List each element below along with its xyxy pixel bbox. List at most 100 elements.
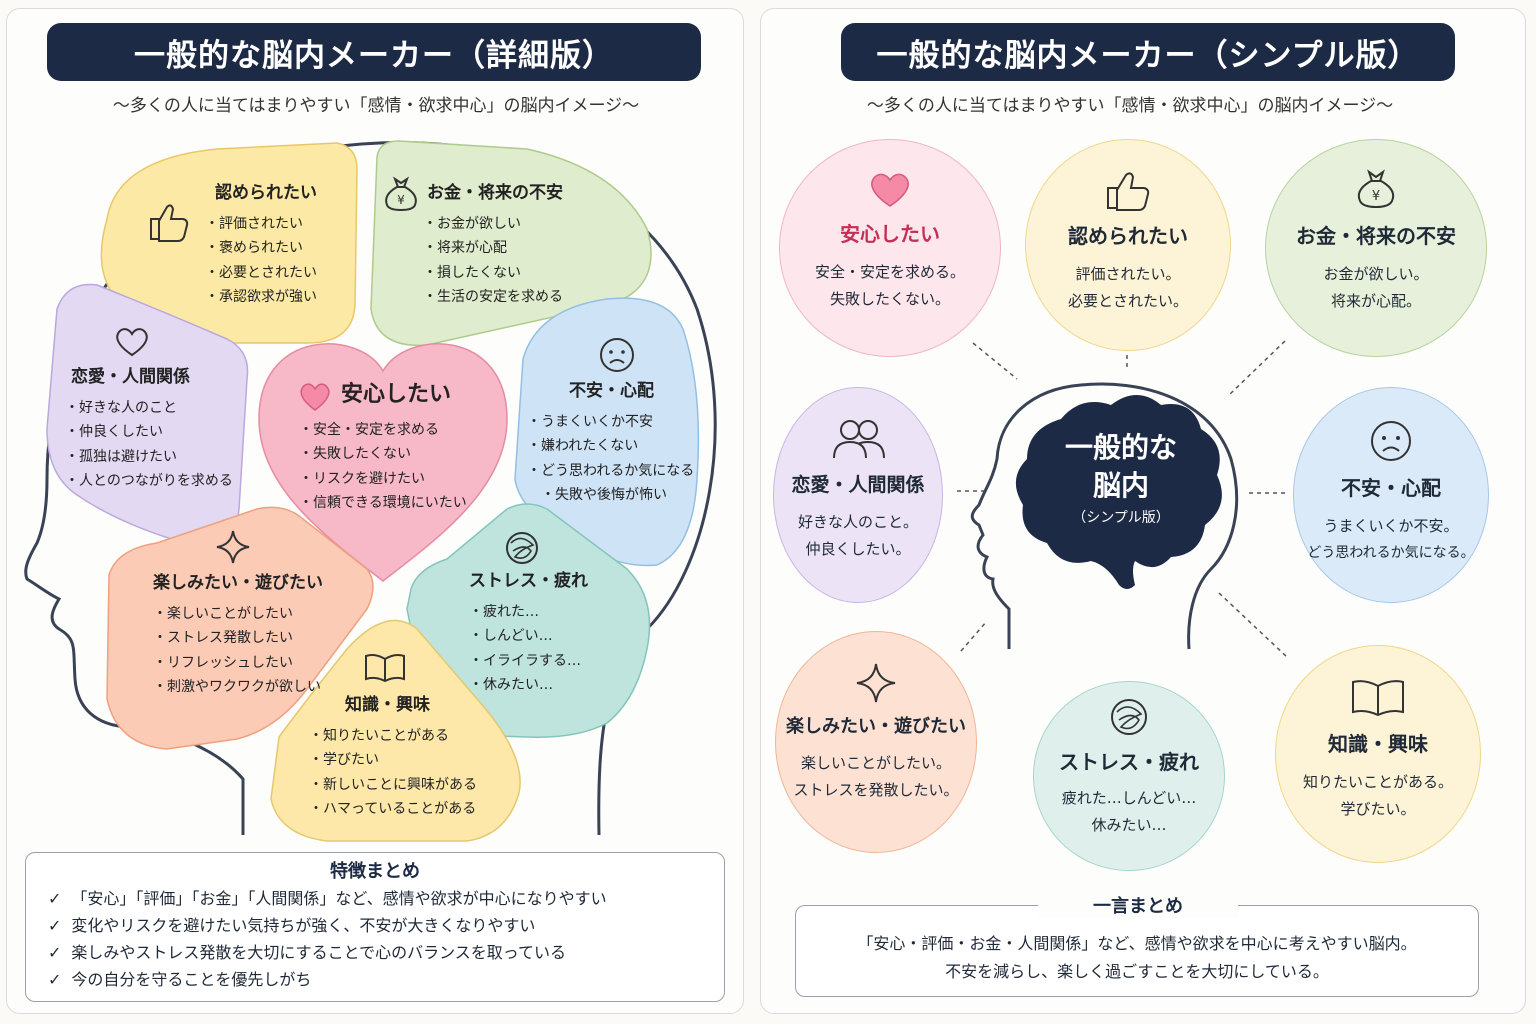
bubble-line: 仲良くしたい。 [805,540,911,558]
bubble-anxiety: 不安・心配 うまくいくか不安。 どう思われるか気になる。 [1293,387,1489,603]
bubble-line: 必要とされたい。 [1067,292,1188,310]
bubble-line: 好きな人のこと。 [797,513,918,531]
sparkle-icon [856,663,896,703]
region-love: 恋愛・人間関係 好きな人のこと 仲良くしたい 孤独は避けたい 人とのつながりを求… [65,365,233,494]
list-item: 生活の安定を求める [423,285,563,310]
bubble-line: どう思われるか気になる。 [1307,545,1475,561]
list-item: 楽しいことがしたい [153,602,323,627]
list-item: 評価されたい [205,212,317,237]
region-money-title: お金・将来の不安 [427,183,563,203]
list-item: 失敗したくない [299,442,467,467]
list-item: 学びたい [309,748,477,773]
bubble-recognition: 認められたい 評価されたい。 必要とされたい。 [1025,139,1231,351]
region-money: お金・将来の不安 お金が欲しい 将来が心配 損したくない 生活の安定を求める [427,181,563,310]
money-bag-icon: ¥ [385,176,417,212]
list-item: 将来が心配 [423,236,563,261]
region-security: 安心したい 安全・安定を求める 失敗したくない リスクを避けたい 信頼できる環境… [299,382,467,516]
list-item: ストレス発散したい [153,626,323,651]
heart-outline-icon [116,328,148,357]
region-recognition: 認められたい 評価されたい 褒められたい 必要とされたい 承認欲求が強い [215,181,317,310]
left-subtitle: 〜多くの人に当てはまりやすい「感情・欲求中心」の脳内イメージ〜 [112,96,640,116]
summary-item: 変化やリスクを避けたい気持ちが強く、不安が大きくなりやすい [48,912,724,939]
summary-item: 「安心」「評価」「お金」「人間関係」など、感情や欲求が中心になりやすい [48,885,724,912]
list-item: イライラする… [469,649,588,674]
summary-box: 特徴まとめ 「安心」「評価」「お金」「人間関係」など、感情や欲求が中心になりやす… [25,852,725,1002]
detailed-panel: 一般的な脳内メーカー（詳細版） 〜多くの人に当てはまりやすい「感情・欲求中心」の… [6,8,744,1014]
bubble-anxiety-title: 不安・心配 [1341,476,1441,500]
list-item: 仲良くしたい [65,420,233,445]
bubble-love-title: 恋愛・人間関係 [791,474,925,496]
summary-line: 「安心・評価・お金・人間関係」など、感情や欲求を中心に考えやすい脳内。 [857,934,1417,953]
bubble-line: お金が欲しい。 [1323,265,1429,283]
region-security-title: 安心したい [341,382,452,407]
brain-cloud [1015,395,1222,589]
one-line-summary-title: 一言まとめ [1038,892,1238,918]
list-item: 知りたいことがある [309,724,477,749]
bubble-line: 評価されたい。 [1075,265,1181,283]
list-item: 安全・安定を求める [299,418,467,443]
people-icon [833,420,885,459]
one-line-summary-box: 一言まとめ 「安心・評価・お金・人間関係」など、感情や欲求を中心に考えやすい脳内… [795,892,1479,997]
list-item: リフレッシュしたい [153,651,323,676]
region-knowledge: 知識・興味 知りたいことがある 学びたい 新しいことに興味がある ハマっているこ… [309,693,477,822]
bubble-security: 安心したい 安全・安定を求める。 失敗したくない。 [779,139,1001,357]
region-anxiety: 不安・心配 うまくいくか不安 嫌われたくない どう思われるか気になる 失敗や後悔… [527,379,694,508]
bubble-stress: ストレス・疲れ 疲れた…しんどい… 休みたい… [1033,681,1225,871]
summary-item: 楽しみやストレス発散を大切にすることで心のバランスを取っている [48,939,724,966]
list-item: 承認欲求が強い [205,285,317,310]
bubble-line: 学びたい。 [1340,800,1416,818]
region-anxiety-title: 不安・心配 [569,381,654,401]
center-brain-line2: 脳内 [1092,469,1149,502]
list-item: お金が欲しい [423,212,563,237]
bubble-stress-title: ストレス・疲れ [1059,750,1199,774]
region-fun: 楽しみたい・遊びたい 楽しいことがしたい ストレス発散したい リフレッシュしたい… [153,571,323,700]
summary-line: 不安を減らし、楽しく過ごすことを大切にしている。 [945,962,1329,981]
center-brain-line3: （シンプル版） [1072,510,1170,526]
sparkle-icon [216,530,250,564]
svg-text:¥: ¥ [397,193,405,207]
list-item: 休みたい… [469,673,588,698]
heart-icon [300,383,330,411]
money-bag-icon: ¥ [1357,169,1395,209]
center-brain-line1: 一般的な [1064,431,1177,464]
left-title-banner: 一般的な脳内メーカー（詳細版） [47,23,701,81]
worried-face-icon [1371,421,1411,461]
list-item: 信頼できる環境にいたい [299,491,467,516]
bubble-line: 楽しいことがしたい。 [800,754,951,772]
tangle-icon [506,532,538,564]
list-item: 損したくない [423,261,563,286]
bubble-line: ストレスを発散したい。 [793,781,959,799]
list-item: ハマっていることがある [309,797,477,822]
list-item: しんどい… [469,624,588,649]
region-stress-title: ストレス・疲れ [469,571,588,591]
bubble-line: 疲れた…しんどい… [1061,789,1197,807]
bubble-fun-title: 楽しみたい・遊びたい [786,716,966,737]
head-profile-diagram [957,340,1288,658]
list-item: 褒められたい [205,236,317,261]
bubble-recognition-title: 認められたい [1068,224,1188,248]
bubble-knowledge-title: 知識・興味 [1328,732,1428,756]
list-item: 孤独は避けたい [65,445,233,470]
thumbs-up-icon [150,204,189,242]
right-subtitle: 〜多くの人に当てはまりやすい「感情・欲求中心」の脳内イメージ〜 [866,96,1394,116]
list-item: 新しいことに興味がある [309,773,477,798]
list-item: 刺激やワクワクが欲しい [153,675,323,700]
bubble-fun: 楽しみたい・遊びたい 楽しいことがしたい。 ストレスを発散したい。 [775,631,977,853]
bubble-money: ¥ お金・将来の不安 お金が欲しい。 将来が心配。 [1265,139,1487,357]
right-title: 一般的な脳内メーカー（シンプル版） [876,37,1420,74]
bubble-line: 知りたいことがある。 [1302,773,1453,791]
bubble-love: 恋愛・人間関係 好きな人のこと。 仲良くしたい。 [773,387,943,603]
simple-panel: 一般的な脳内メーカー（シンプル版） 〜多くの人に当てはまりやすい「感情・欲求中心… [760,8,1526,1014]
bubble-line: うまくいくか不安。 [1323,517,1459,535]
list-item: 疲れた… [469,600,588,625]
list-item: 好きな人のこと [65,396,233,421]
thumbs-up-icon [1107,172,1150,211]
bubble-line: 将来が心配。 [1330,292,1421,310]
region-recognition-title: 認められたい [215,183,317,203]
svg-text:¥: ¥ [1372,189,1380,204]
region-stress: ストレス・疲れ 疲れた… しんどい… イライラする… 休みたい… [469,569,588,698]
list-item: 人とのつながりを求める [65,469,233,494]
book-icon [1352,680,1404,717]
bubble-money-title: お金・将来の不安 [1296,224,1456,248]
worried-face-icon [600,338,634,372]
